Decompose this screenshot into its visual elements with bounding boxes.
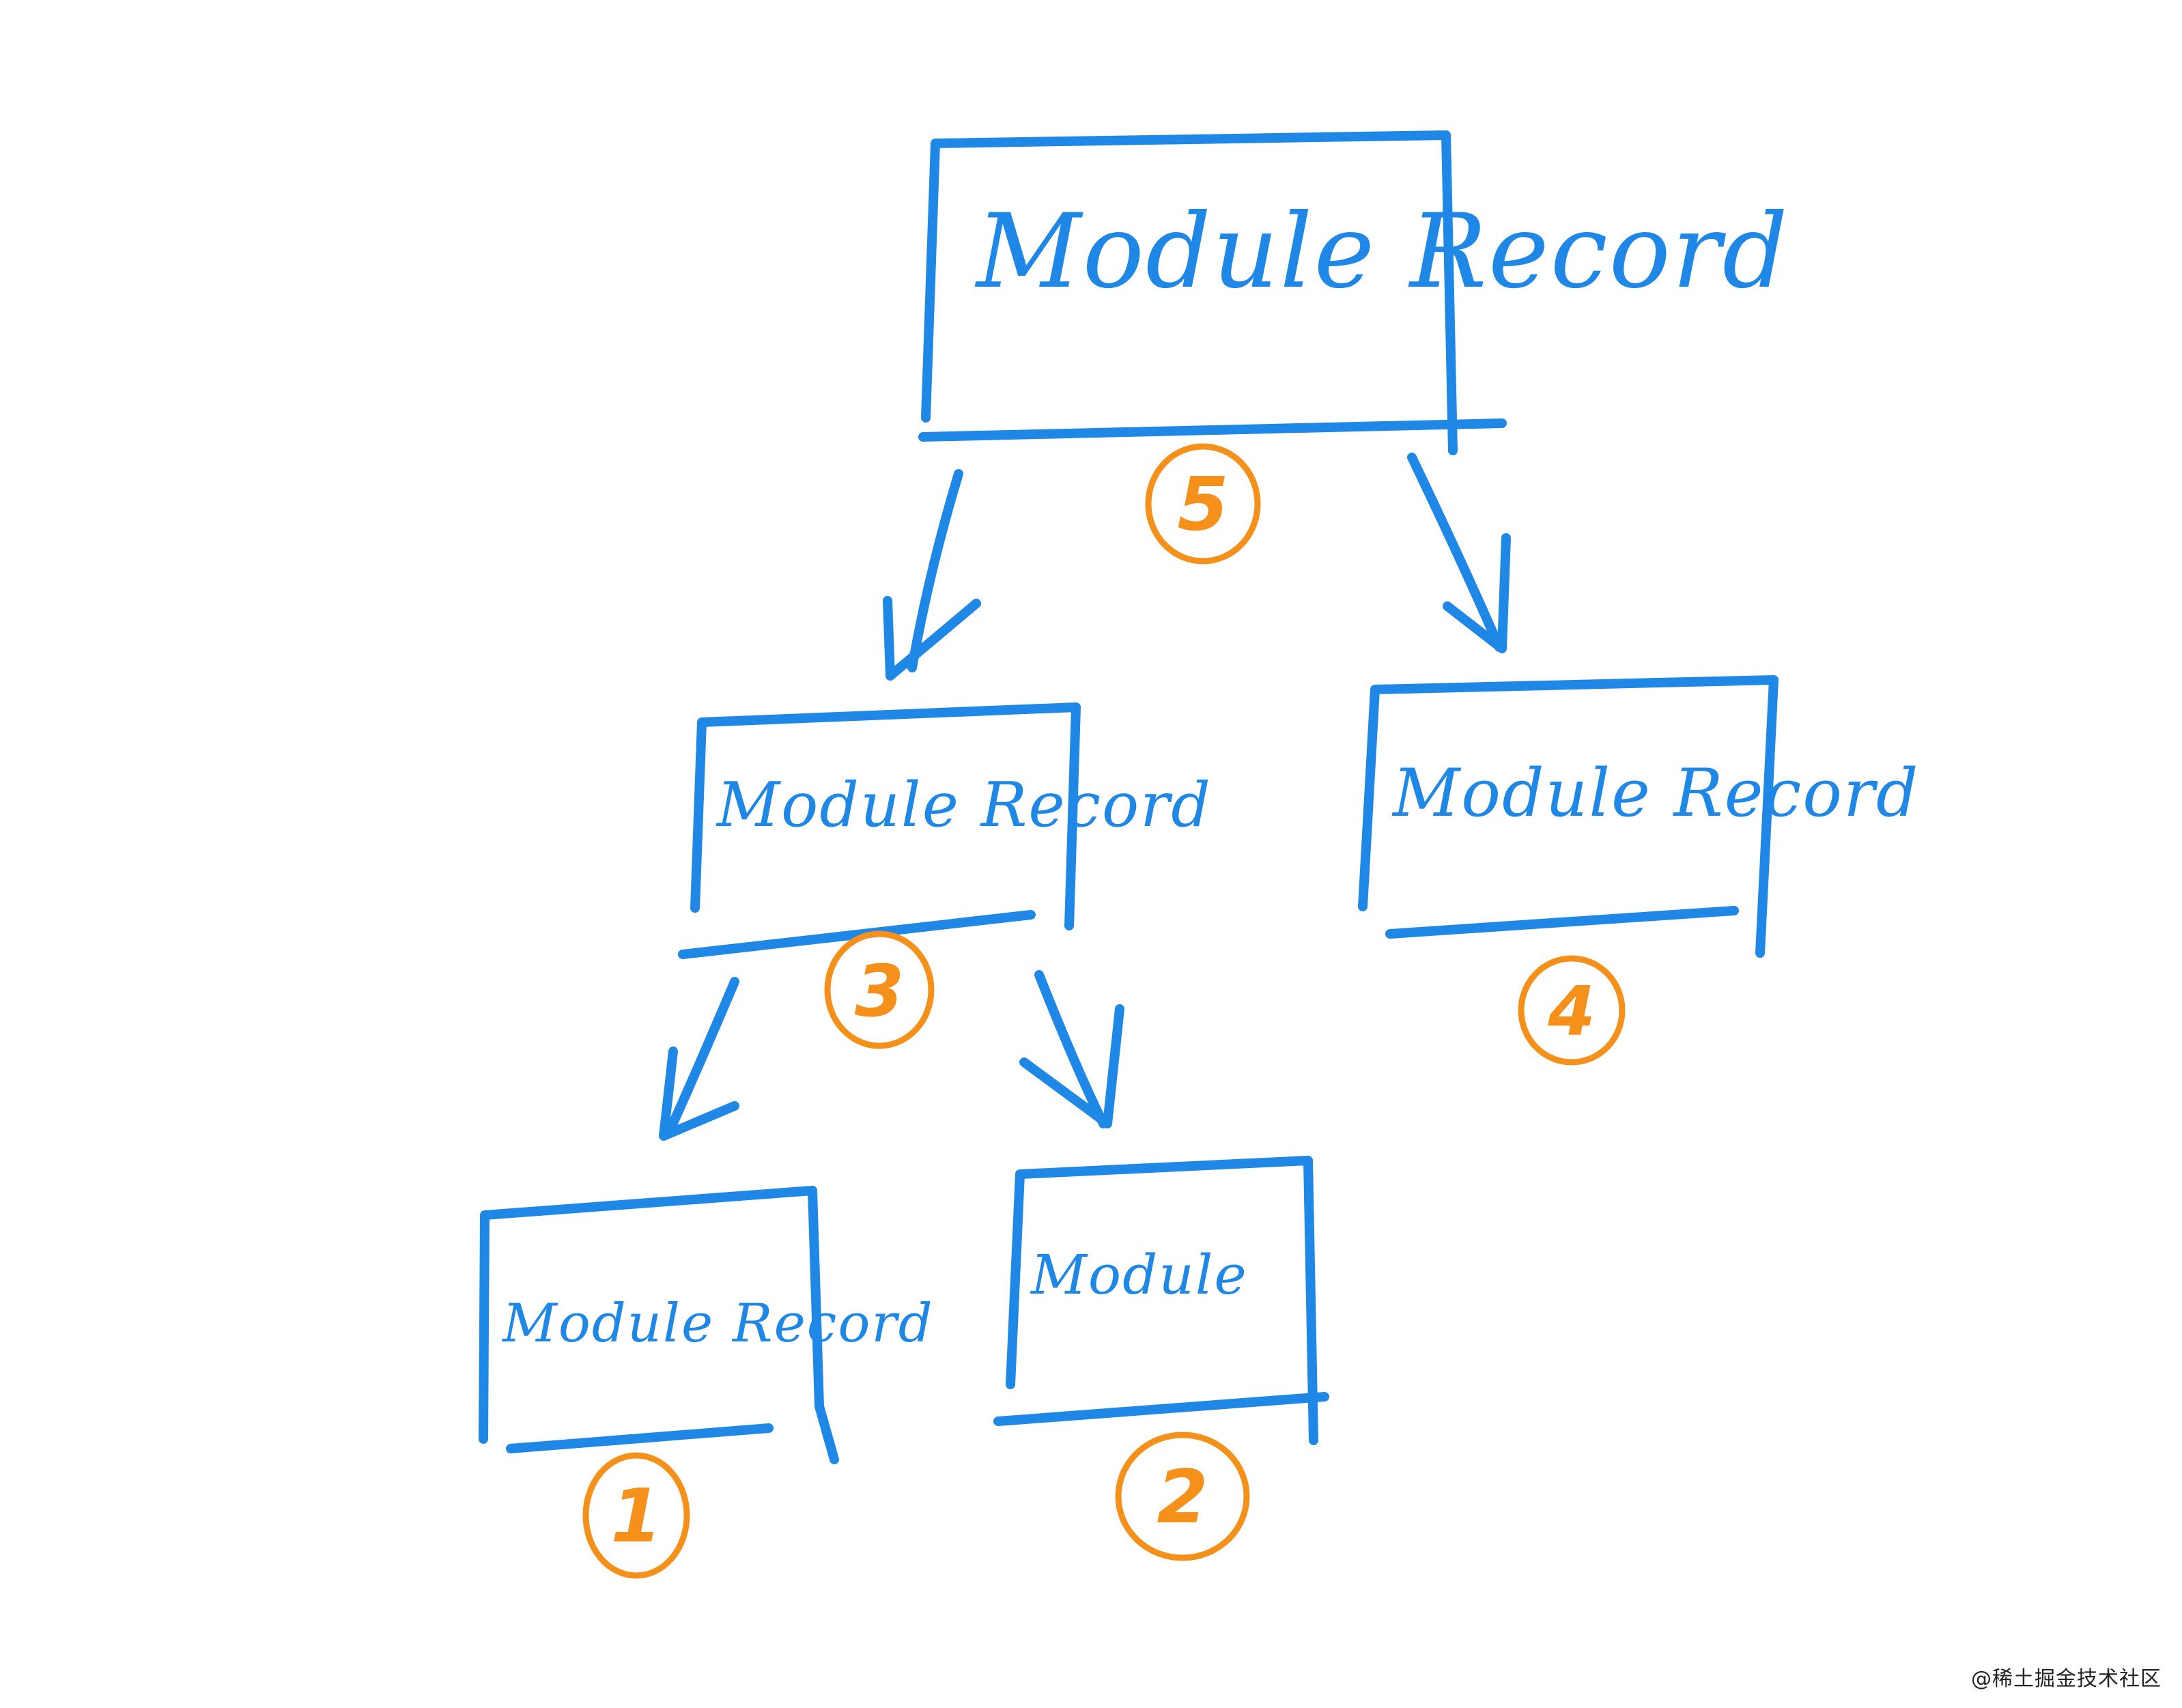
node-mid-right: Module Record	[1358, 675, 1919, 958]
edge-mid-left-to-leaf-right	[1019, 970, 1124, 1128]
edge-mid-left-to-leaf-left	[659, 977, 739, 1141]
order-badge-mid-right: 4	[1518, 955, 1626, 1066]
node-label: Module Record	[974, 193, 1789, 311]
badge-circle	[1518, 955, 1626, 1066]
arrow-icon	[1407, 453, 1511, 653]
badge-circle	[824, 930, 935, 1049]
watermark-text: @稀土掘金技术社区	[1971, 1667, 2162, 1691]
badge-circle	[1115, 1432, 1250, 1561]
badge-number: 5	[1177, 462, 1228, 547]
node-box	[678, 702, 1081, 959]
node-box	[479, 1186, 839, 1464]
badge-circle	[1145, 443, 1261, 565]
badge-number: 1	[610, 1474, 662, 1559]
badge-number: 3	[855, 950, 904, 1033]
node-mid-left: Module Record	[678, 702, 1212, 959]
arrow-icon	[1019, 970, 1124, 1128]
node-leaf-left: Module Record	[479, 1186, 934, 1464]
badge-number: 4	[1547, 971, 1596, 1051]
badge-number: 2	[1157, 1455, 1208, 1540]
node-label: Module	[1030, 1243, 1248, 1307]
node-box	[993, 1156, 1329, 1445]
order-badge-leaf-right: 2	[1115, 1432, 1250, 1561]
arrow-icon	[883, 469, 981, 681]
badge-circle	[582, 1452, 690, 1579]
order-badge-mid-left: 3	[824, 930, 935, 1049]
node-label: Module Record	[501, 1293, 934, 1354]
node-box	[1358, 675, 1779, 958]
order-badge-root: 5	[1145, 443, 1261, 565]
node-label: Module Record	[715, 769, 1212, 841]
arrow-icon	[659, 977, 739, 1141]
node-leaf-right: Module	[993, 1156, 1329, 1445]
node-label: Module Record	[1391, 755, 1919, 831]
order-badge-leaf-left: 1	[582, 1452, 690, 1579]
edge-root-to-mid-left	[883, 469, 981, 681]
node-box	[918, 130, 1507, 455]
edge-root-to-mid-right	[1407, 453, 1511, 653]
node-root: Module Record	[918, 130, 1789, 455]
